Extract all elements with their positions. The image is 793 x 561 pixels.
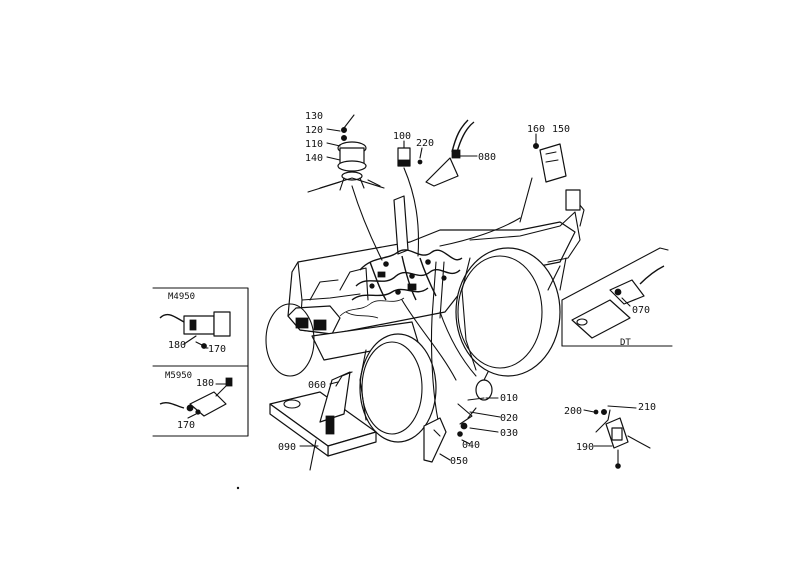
- key-switch-assembly: [307, 127, 385, 193]
- switch-part-080: [425, 119, 475, 187]
- callout-120: 120: [305, 125, 323, 136]
- callout-180-m5950: 180: [196, 378, 214, 389]
- callout-200: 200: [564, 406, 582, 417]
- callout-leaders: [183, 114, 637, 461]
- callout-130: 130: [305, 111, 323, 122]
- inset-m4950-m5950: [152, 287, 249, 437]
- callout-040: 040: [462, 440, 480, 451]
- callout-100: 100: [393, 131, 411, 142]
- callout-170-m4950: 170: [208, 344, 226, 355]
- callout-080: 080: [478, 152, 496, 163]
- relay-part: [397, 147, 423, 167]
- callout-050: 050: [450, 456, 468, 467]
- callout-070: 070: [632, 305, 650, 316]
- callout-170-m5950: 170: [177, 420, 195, 431]
- battery-box: [269, 371, 377, 471]
- sensor-assembly-010: [423, 371, 493, 463]
- callout-220: 220: [416, 138, 434, 149]
- callout-090: 090: [278, 442, 296, 453]
- callout-010: 010: [500, 393, 518, 404]
- callout-160: 160: [527, 124, 545, 135]
- callout-110: 110: [305, 139, 323, 150]
- callout-020: 020: [500, 413, 518, 424]
- wiring-harness: [339, 167, 521, 421]
- inset-labels: M4950 M5950 DT: [165, 292, 631, 381]
- lamp-part-150: [533, 142, 581, 211]
- callout-190: 190: [576, 442, 594, 453]
- callout-labels: 130 120 110 140 100 220 080 160 150 070 …: [168, 111, 656, 467]
- inset-label-m4950: M4950: [168, 292, 195, 302]
- small-assembly-190: [593, 408, 651, 469]
- callout-150: 150: [552, 124, 570, 135]
- callout-180-m4950: 180: [168, 340, 186, 351]
- tractor-body: [265, 177, 585, 443]
- callout-060: 060: [308, 380, 326, 391]
- inset-label-dt: DT: [620, 338, 631, 348]
- callout-140: 140: [305, 153, 323, 164]
- stray-dot: [236, 486, 240, 490]
- callout-210: 210: [638, 402, 656, 413]
- inset-label-m5950: M5950: [165, 371, 192, 381]
- inset-dt: [561, 247, 673, 347]
- callout-030: 030: [500, 428, 518, 439]
